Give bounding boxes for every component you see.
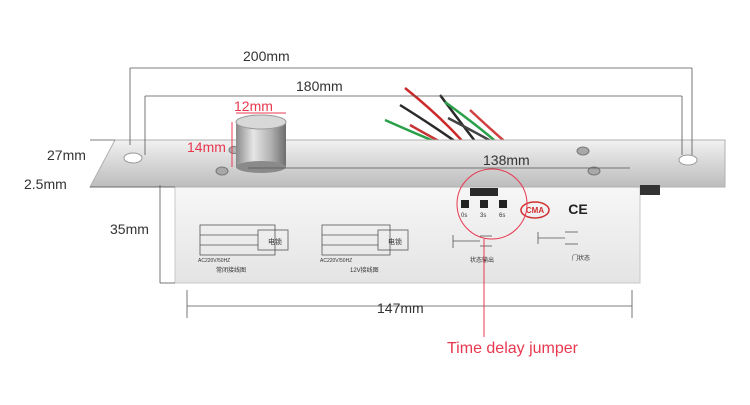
wiring-mid-voltage: AC220V/50HZ	[320, 258, 352, 264]
faceplate	[89, 139, 726, 195]
dimension-lines	[90, 67, 693, 318]
dim-bolt-diameter: 12mm	[234, 98, 273, 114]
wiring-left-caption: 常闭接线图	[216, 266, 246, 274]
dim-faceplate-thickness: 2.5mm	[24, 176, 67, 192]
wiring-left-voltage: AC220V/50HZ	[198, 258, 230, 264]
wiring-left-box-label: 电锁	[268, 237, 282, 246]
lock-housing: 电锁 AC220V/50HZ 常闭接线图 电锁 AC220V/50HZ 12V接…	[174, 184, 641, 284]
dim-housing-length: 147mm	[377, 300, 424, 316]
time-delay-jumper	[461, 188, 507, 208]
wiring-diagram-left	[199, 224, 289, 256]
state-diagram-left	[452, 235, 492, 248]
jumper-label-0: 0s	[461, 213, 467, 219]
jumper-label-2: 6s	[499, 213, 505, 219]
wiring-mid-caption: 12V接线图	[350, 266, 379, 274]
cma-text: CMA	[526, 206, 544, 215]
state-diagram-right	[537, 231, 578, 245]
bolt	[235, 114, 287, 173]
time-delay-jumper-callout: Time delay jumper	[447, 340, 579, 357]
ce-mark: CE	[568, 201, 587, 217]
cma-mark	[520, 201, 550, 219]
dim-hole-spacing: 180mm	[296, 78, 343, 94]
state-right-label: 门状态	[572, 254, 590, 262]
wiring-mid-box-label: 电锁	[388, 237, 402, 246]
wire-bundle	[384, 87, 516, 159]
dim-housing-height: 35mm	[110, 221, 149, 237]
wiring-diagram-mid	[321, 224, 409, 256]
dim-body-length: 138mm	[483, 152, 530, 168]
dim-overall-length: 200mm	[243, 48, 290, 64]
red-dimension-lines	[231, 112, 528, 337]
jumper-label-1: 3s	[480, 213, 486, 219]
state-left-label: 状态输出	[470, 256, 494, 264]
dim-bolt-protrusion: 14mm	[187, 139, 226, 155]
dim-faceplate-width: 27mm	[47, 147, 86, 163]
